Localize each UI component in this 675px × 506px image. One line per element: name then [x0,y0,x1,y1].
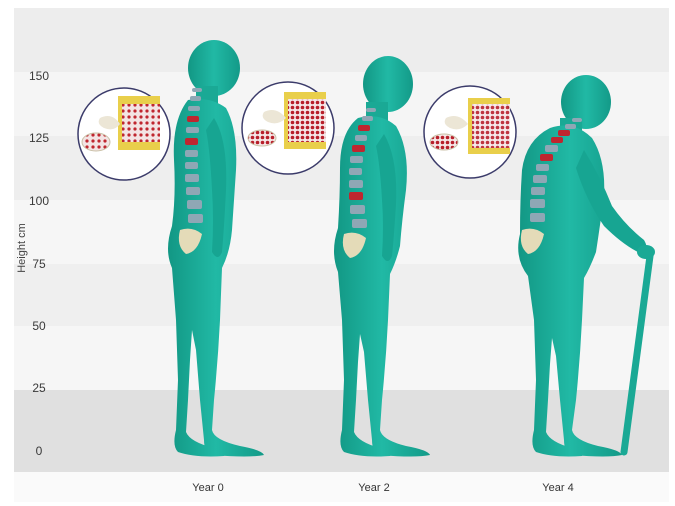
figure-label-year-0: Year 0 [168,482,248,494]
figure-year-4 [424,75,655,457]
body [518,126,622,457]
bone-inset-year-0 [78,88,170,180]
figure-label-year-2: Year 2 [334,482,414,494]
figure-year-2 [242,56,430,457]
bone-inset-year-2 [242,82,334,174]
bone-inset-year-4 [424,86,516,178]
figure-label-year-4: Year 4 [518,482,598,494]
cane [624,256,650,452]
figure-year-0 [78,40,264,457]
